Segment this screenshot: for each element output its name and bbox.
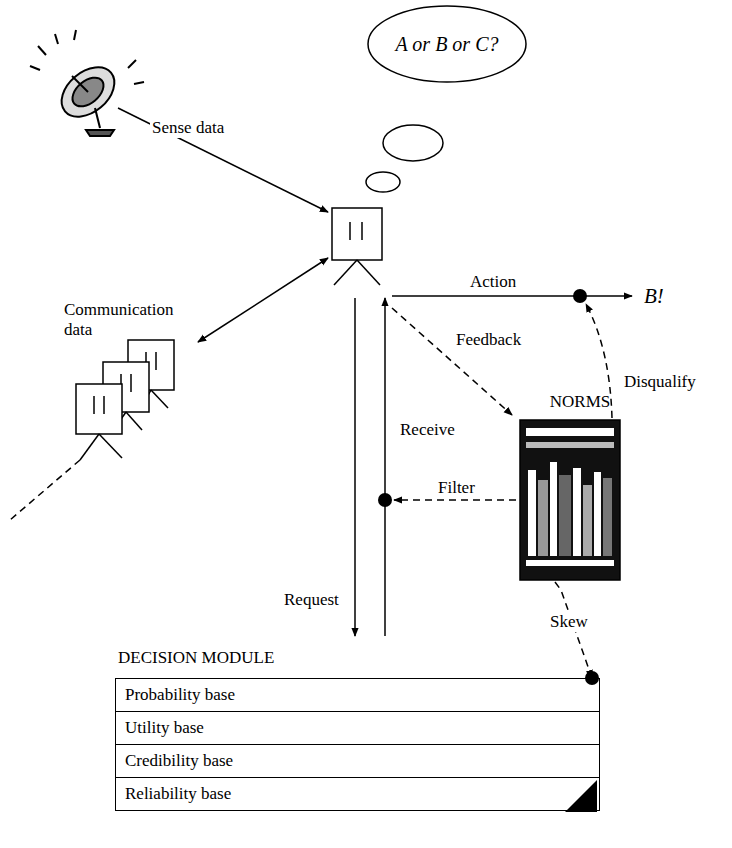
annotation-label: Disqualify <box>622 372 698 392</box>
annotation-label: Communication data <box>62 300 184 339</box>
thought-bubble: A or B or C? <box>366 4 528 84</box>
node-text: Utility base <box>125 718 204 738</box>
annotation-label: Feedback <box>454 330 523 350</box>
books-illustration <box>520 420 620 580</box>
module-row: Credibility base <box>115 744 600 778</box>
annotation-label: Action <box>468 272 518 292</box>
filter-arrow <box>394 499 516 501</box>
feedback-arrow <box>392 308 512 415</box>
request-arrow <box>354 298 356 636</box>
norms-box: NORMS <box>515 392 645 582</box>
annotation-label: Request <box>282 590 341 610</box>
decision-module: DECISION MODULE Probability baseUtility b… <box>112 648 620 814</box>
annotation-label: Filter <box>436 478 477 498</box>
module-row: Utility base <box>115 711 600 745</box>
other-agents <box>10 340 174 520</box>
gate-dot <box>573 289 587 303</box>
action-line <box>392 295 632 297</box>
sense-arrow <box>118 108 328 212</box>
communication-arrow <box>198 258 328 342</box>
satellite-dish <box>30 30 144 136</box>
module-row: Probability base <box>115 678 600 712</box>
gate-dot <box>378 493 392 507</box>
node-text: Credibility base <box>125 751 233 771</box>
receive-arrow <box>384 298 386 636</box>
node-heading: NORMS <box>515 392 645 412</box>
corner-triangle <box>565 780 597 812</box>
edge-label: Skew <box>548 612 590 632</box>
node-heading: DECISION MODULE <box>112 648 620 668</box>
module-row: Reliability base <box>115 777 600 811</box>
annotation-label: Receive <box>398 420 457 440</box>
thought-bubble <box>366 172 400 192</box>
annotation-label: Sense data <box>150 118 226 138</box>
node-text: Probability base <box>125 685 235 705</box>
thought-bubble <box>383 125 443 161</box>
node-text: Reliability base <box>125 784 231 804</box>
node-text: A or B or C? <box>396 33 499 56</box>
agent-figure <box>332 208 382 285</box>
annotation-label: B! <box>642 284 666 308</box>
